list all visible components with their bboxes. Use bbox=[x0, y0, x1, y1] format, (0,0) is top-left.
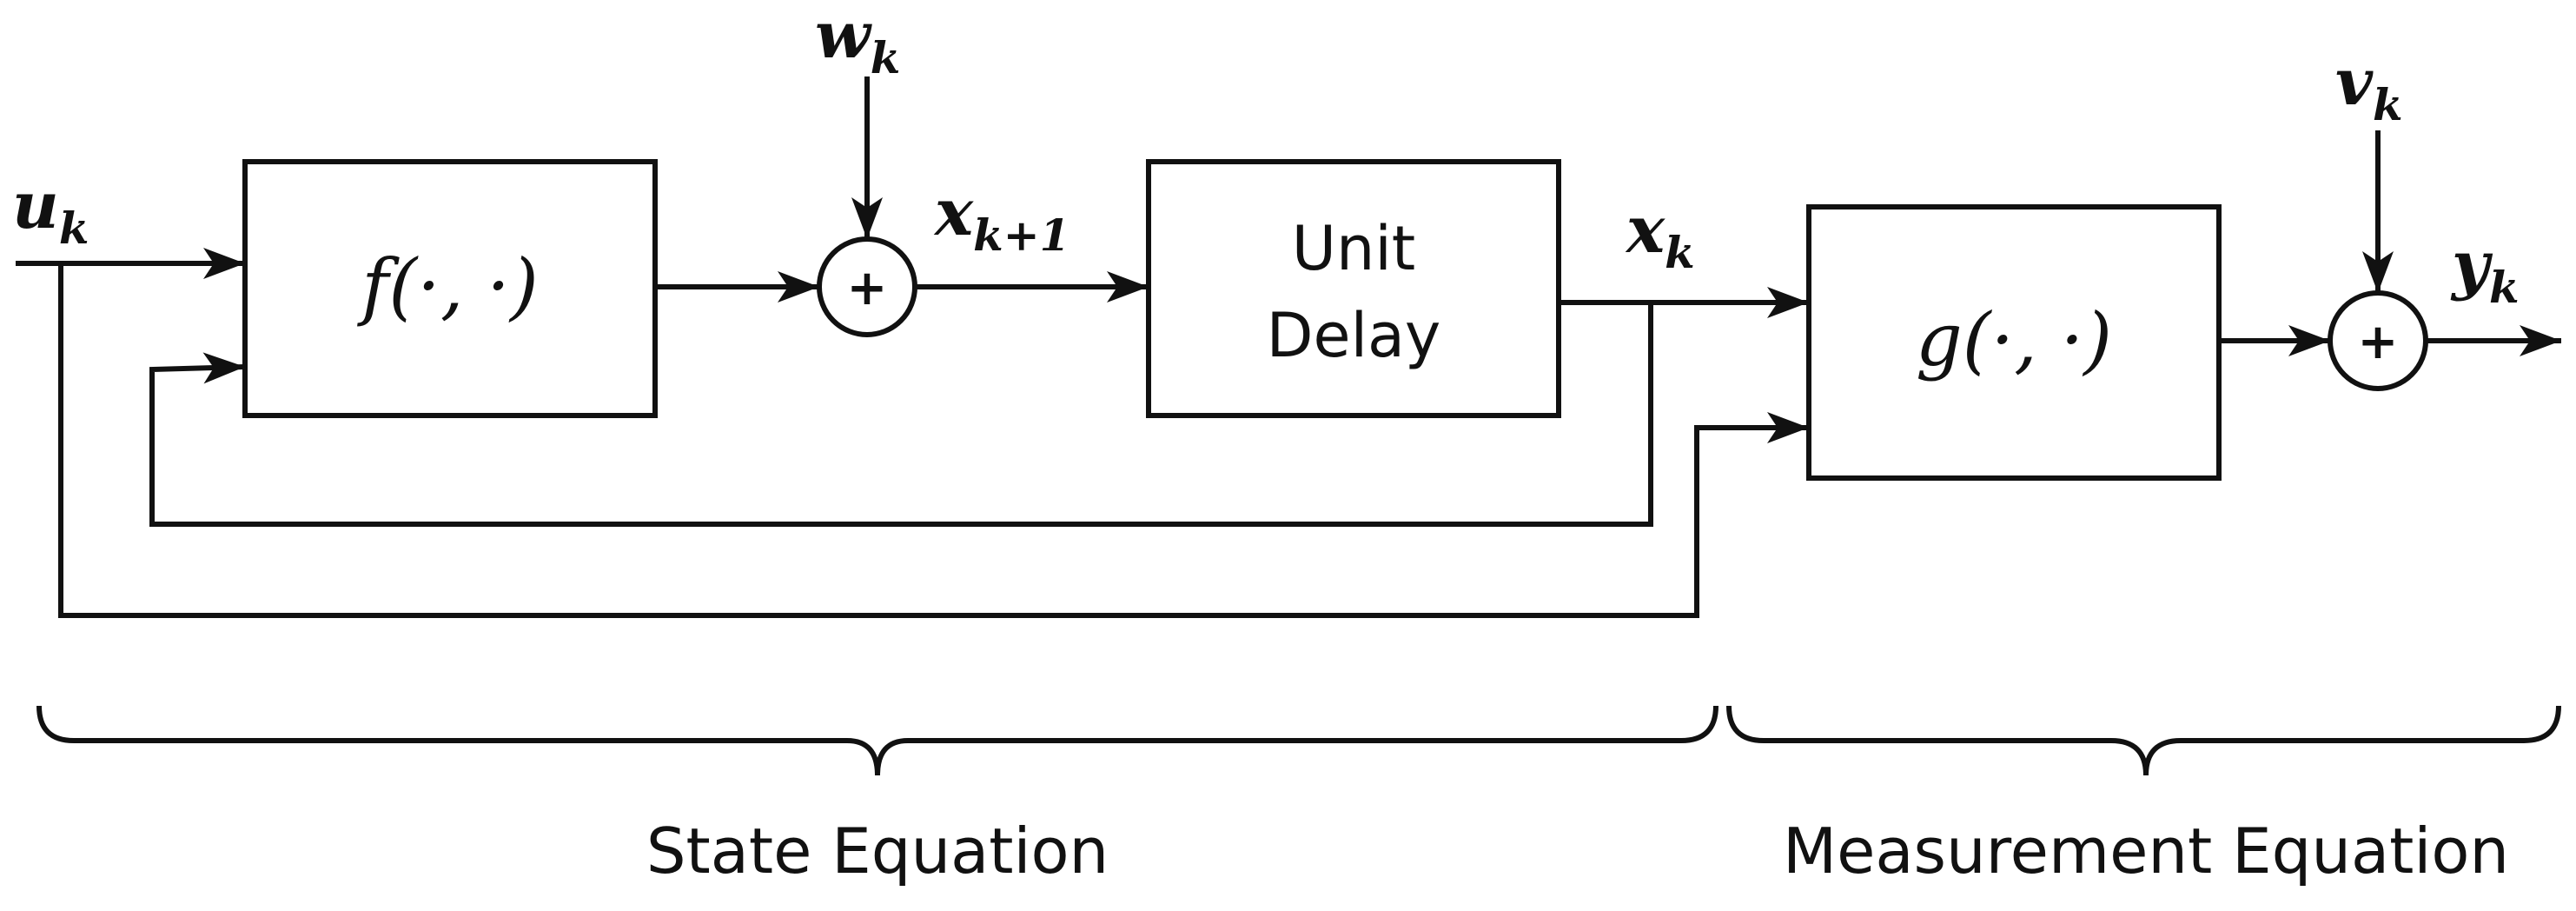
sum-junction-state-plus: + bbox=[847, 260, 888, 316]
sum-junction-measurement-plus: + bbox=[2358, 314, 2399, 370]
state-equation-brace bbox=[36, 705, 1718, 776]
f-block bbox=[242, 159, 658, 418]
y-label: yk bbox=[2450, 228, 2520, 313]
u-feedforward-to-g bbox=[58, 263, 1809, 618]
state-equation-label: State Equation bbox=[646, 815, 1109, 888]
v-label: vk bbox=[2335, 45, 2403, 130]
f-block-label: f(·, ·) bbox=[356, 243, 538, 329]
x-label: xk bbox=[1625, 193, 1695, 278]
g-block-label: g(·, ·) bbox=[1916, 297, 2112, 382]
unit-delay-label-line2: Delay bbox=[1267, 300, 1441, 371]
x-next-label: xk+1 bbox=[933, 176, 1069, 261]
measurement-equation-label: Measurement Equation bbox=[1783, 815, 2509, 888]
u-label: uk bbox=[12, 169, 89, 254]
measurement-equation-brace bbox=[1726, 705, 2561, 776]
unit-delay-label-line1: Unit bbox=[1292, 213, 1416, 284]
w-label: wk bbox=[815, 0, 900, 83]
x-feedback-loop bbox=[149, 303, 1653, 527]
unit-delay-block bbox=[1146, 159, 1561, 418]
g-block bbox=[1806, 204, 2222, 481]
